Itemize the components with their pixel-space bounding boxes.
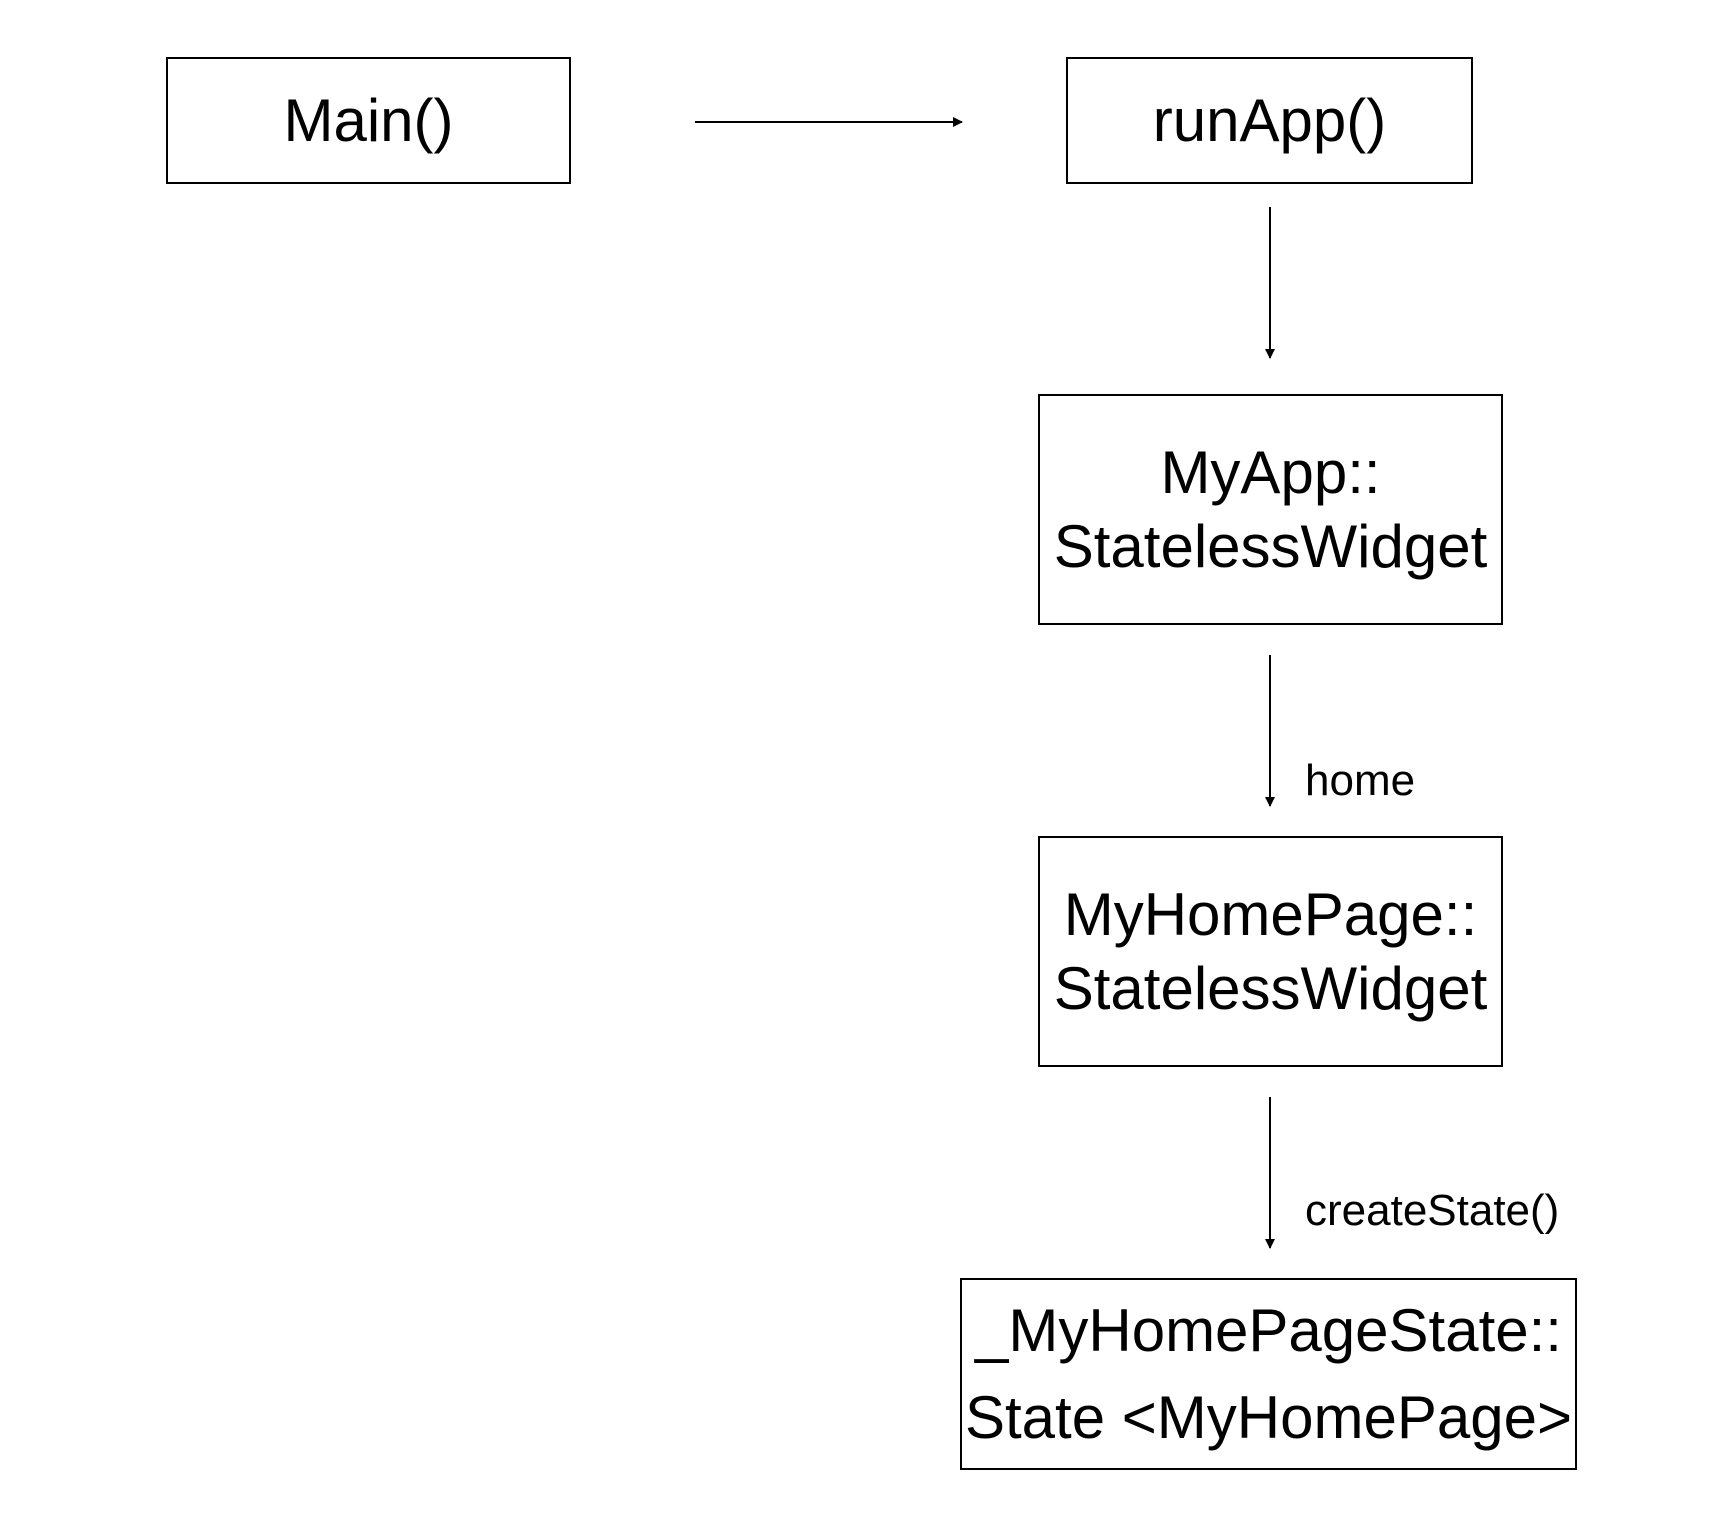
node-run-app-label: runApp() [1152, 86, 1387, 154]
node-my-app-line-2: StatelessWidget [1053, 512, 1488, 580]
node-main-label: Main() [283, 86, 454, 154]
node-my-home-page-state-line-2: State <MyHomePage> [964, 1384, 1572, 1451]
node-my-home-page-line-2: StatelessWidget [1053, 954, 1488, 1022]
node-run-app: runApp() [1066, 57, 1473, 184]
node-my-home-page-line-1: MyHomePage:: [1063, 881, 1478, 949]
node-my-home-page: MyHomePage:: StatelessWidget [1038, 836, 1503, 1067]
node-my-app: MyApp:: StatelessWidget [1038, 394, 1503, 625]
node-my-app-line-1: MyApp:: [1160, 439, 1381, 507]
edge-label-home: home [1305, 756, 1416, 805]
edge-label-create-state: createState() [1305, 1186, 1560, 1235]
node-main: Main() [166, 57, 571, 184]
node-my-home-page-state: _MyHomePageState:: State <MyHomePage> [960, 1278, 1577, 1470]
node-my-home-page-state-line-1: _MyHomePageState:: [975, 1296, 1562, 1364]
